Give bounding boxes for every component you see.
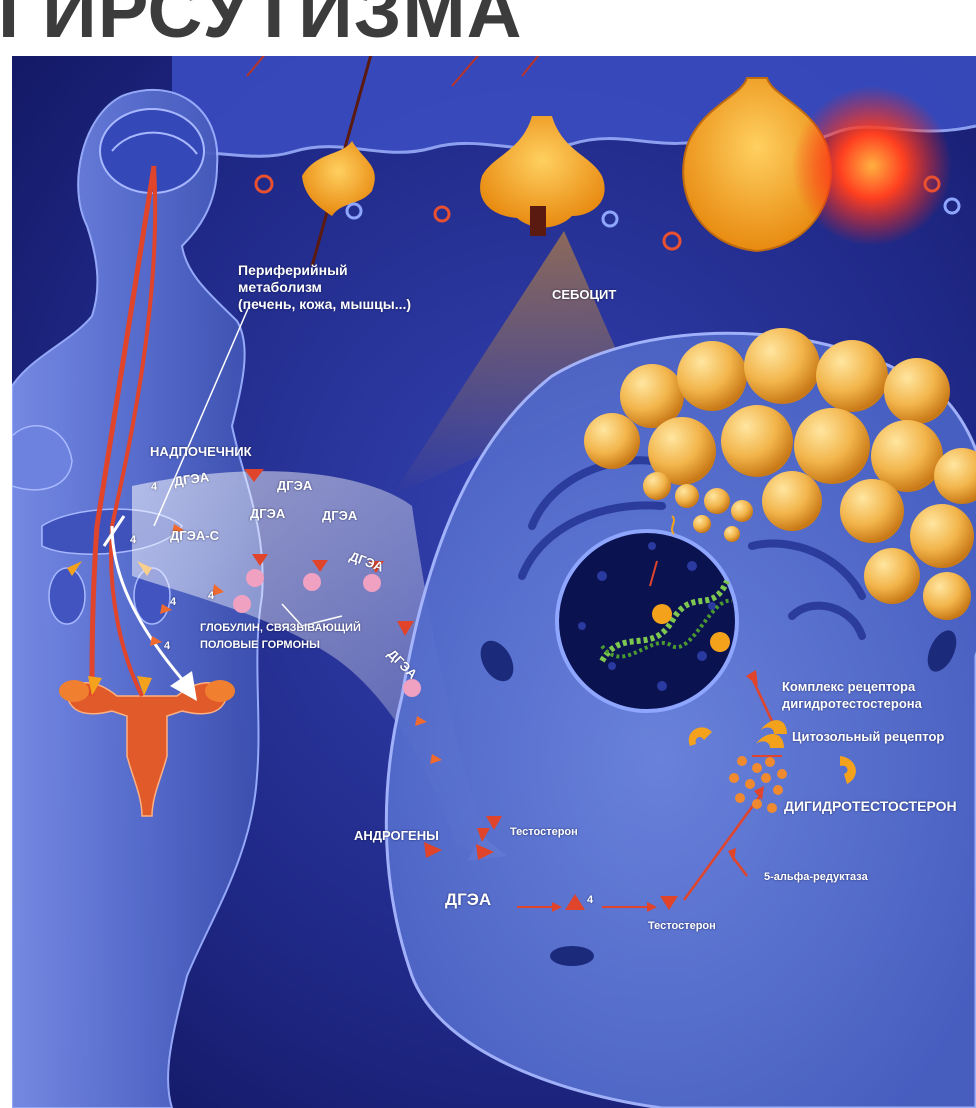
anatomy-illustration bbox=[12, 56, 976, 1108]
label-androgens: АНДРОГЕНЫ bbox=[354, 828, 439, 843]
label-dhea-1: ДГЭА bbox=[174, 474, 209, 489]
label-adrenal: НАДПОЧЕЧНИК bbox=[150, 444, 252, 459]
label-receptor-complex-line-2: дигидротестостерона bbox=[782, 695, 922, 712]
label-testosterone-1: Тестостерон bbox=[510, 826, 578, 838]
label-reductase: 5-альфа-редуктаза bbox=[764, 871, 868, 883]
label-receptor-complex: Комплекс рецептора дигидротестостерона bbox=[782, 678, 922, 712]
label-dhea-cell: ДГЭА bbox=[445, 890, 491, 910]
label-cytosolic-receptor: Цитозольный рецептор bbox=[792, 729, 944, 744]
label-four-2: 4 bbox=[130, 534, 136, 546]
label-dhea-6: ДГЭА bbox=[390, 644, 425, 659]
title-bar: ГИРСУТИЗМА bbox=[0, 0, 976, 56]
label-sebocyte: СЕБОЦИТ bbox=[552, 287, 616, 302]
label-peripheral-line-3: (печень, кожа, мышцы...) bbox=[238, 296, 411, 313]
label-dhea-2: ДГЭА bbox=[277, 478, 312, 493]
label-dhea-5: ДГЭА bbox=[350, 548, 385, 563]
label-shbg-line-2: ПОЛОВЫЕ ГОРМОНЫ bbox=[200, 637, 361, 654]
label-peripheral-line-2: метаболизм bbox=[238, 279, 411, 296]
label-four-4: 4 bbox=[170, 596, 176, 608]
label-testosterone-2: Тестостерон bbox=[648, 920, 716, 932]
illustration-scene: Периферийный метаболизм (печень, кожа, м… bbox=[12, 56, 976, 1108]
label-dhea-s: ДГЭА-С bbox=[170, 528, 219, 543]
label-shbg-line-1: ГЛОБУЛИН, СВЯЗЫВАЮЩИЙ bbox=[200, 620, 361, 637]
label-four-1: 4 bbox=[151, 481, 157, 493]
page-title: ГИРСУТИЗМА bbox=[0, 0, 523, 50]
label-dhea-3: ДГЭА bbox=[250, 506, 285, 521]
label-receptor-complex-line-1: Комплекс рецептора bbox=[782, 678, 922, 695]
nucleus bbox=[557, 531, 737, 711]
label-four-3: 4 bbox=[208, 590, 214, 602]
label-four-5: 4 bbox=[164, 640, 170, 652]
label-peripheral-line-1: Периферийный bbox=[238, 262, 411, 279]
label-dhea-4: ДГЭА bbox=[322, 508, 357, 523]
label-four-6: 4 bbox=[587, 894, 593, 906]
label-dihydrotestosterone: ДИГИДРОТЕСТОСТЕРОН bbox=[784, 798, 957, 814]
label-peripheral-metabolism: Периферийный метаболизм (печень, кожа, м… bbox=[238, 262, 411, 313]
label-shbg: ГЛОБУЛИН, СВЯЗЫВАЮЩИЙ ПОЛОВЫЕ ГОРМОНЫ bbox=[200, 620, 361, 654]
